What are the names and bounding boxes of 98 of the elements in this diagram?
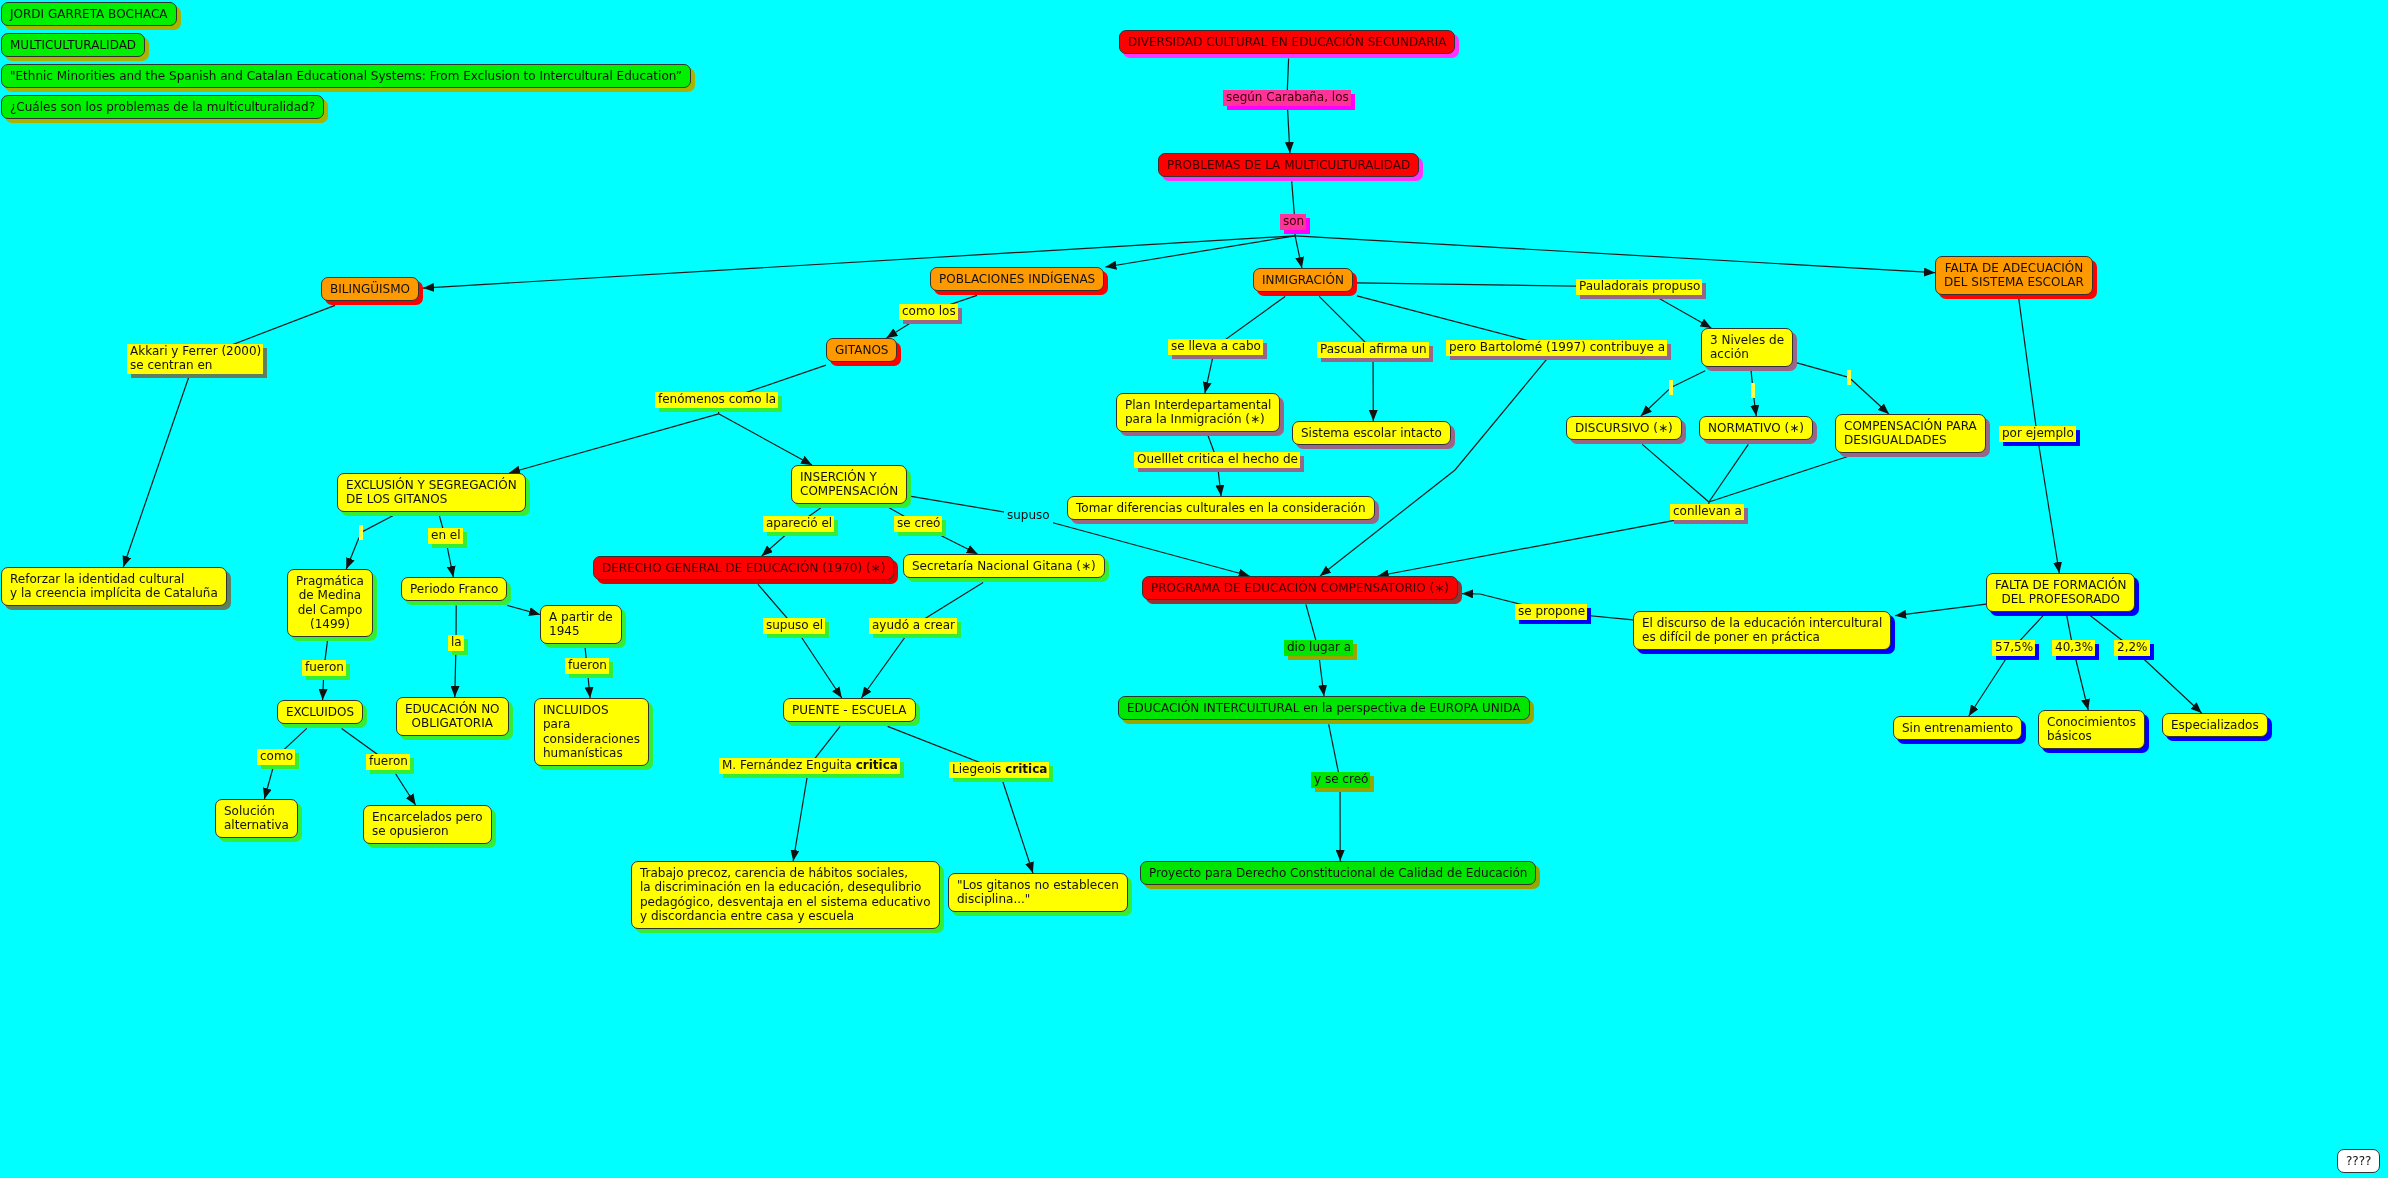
concept-node: Reforzar la identidad cultural y la creencia implícita de Cataluña bbox=[1, 567, 231, 610]
edge-label: Liegeois critica bbox=[949, 762, 1054, 782]
arrow bbox=[718, 413, 813, 466]
concept-node: FALTA DE FORMACIÓN DEL PROFESORADO bbox=[1986, 573, 2140, 616]
concept-node: Pragmática de Medina del Campo (1499) bbox=[287, 569, 377, 641]
concept-node: GITANOS bbox=[826, 338, 902, 367]
concept-node: DIVERSIDAD CULTURAL EN EDUCACIÓN SECUNDARIA bbox=[1119, 30, 1460, 59]
concept-node: EDUCACIÓN INTERCULTURAL en la perspectiva de EUROPA UNIDA bbox=[1118, 696, 1534, 725]
concept-node: Conocimientos básicos bbox=[2038, 710, 2149, 753]
edge-label: por ejemplo bbox=[1999, 426, 2080, 446]
concept-node: MULTICULTURALIDAD bbox=[1, 33, 150, 62]
concept-node: Trabajo precoz, carencia de hábitos sociales, la discriminación en la educación, desequlibrio pedagógico, desventaja en el sistema educativo y discordancia entre casa y escuela bbox=[631, 861, 944, 933]
concept-node: ¿Cuáles son los problemas de la multiculturalidad? bbox=[1, 95, 329, 124]
link-marker bbox=[1847, 370, 1851, 385]
connector-line bbox=[1750, 370, 1753, 384]
edge-label: se propone bbox=[1515, 604, 1592, 624]
edge-label: Akkari y Ferrer (2000) se centran en bbox=[127, 344, 268, 378]
concept-node: BILINGÜISMO bbox=[321, 277, 423, 306]
edge-label: fueron bbox=[366, 754, 414, 774]
concept-node: NORMATIVO (∗) bbox=[1699, 416, 1817, 445]
edge-label: 57,5% bbox=[1992, 640, 2040, 660]
edge-label: según Carabaña, los bbox=[1223, 90, 1355, 110]
connector-line bbox=[1796, 362, 1848, 378]
arrow bbox=[1750, 397, 1760, 417]
edge-label: como los bbox=[899, 304, 962, 324]
edge-label: son bbox=[1280, 214, 1311, 234]
arrow bbox=[422, 235, 1296, 292]
concept-node: EXCLUIDOS bbox=[277, 700, 368, 729]
arrow bbox=[1894, 603, 1987, 619]
edge-label: y se creó bbox=[1311, 772, 1375, 792]
edge-label: Pauladorais propuso bbox=[1576, 279, 1707, 299]
edge-label: la bbox=[448, 635, 468, 655]
edge-label: 40,3% bbox=[2052, 640, 2100, 660]
concept-node: EDUCACIÓN NO OBLIGATORIA bbox=[396, 697, 513, 740]
concept-node: Secretaría Nacional Gitana (∗) bbox=[903, 554, 1109, 583]
concept-node: Sistema escolar intacto bbox=[1292, 421, 1455, 450]
concept-node: DERECHO GENERAL DE EDUCACIÓN (1970) (∗) bbox=[593, 556, 899, 585]
concept-node: PROBLEMAS DE LA MULTICULTURALIDAD bbox=[1158, 153, 1424, 182]
edge-label: Ouelllet critica el hecho de bbox=[1134, 452, 1304, 472]
edge-label: como bbox=[257, 749, 299, 769]
edge-label: pero Bartolomé (1997) contribuye a bbox=[1446, 340, 1672, 360]
concept-node: 3 Niveles de acción bbox=[1701, 328, 1798, 371]
concept-node: POBLACIONES INDÍGENAS bbox=[930, 267, 1109, 296]
edge-label: conllevan a bbox=[1670, 504, 1748, 524]
concept-node: INCLUIDOS para consideraciones humanísticas bbox=[534, 698, 653, 770]
concept-node: Encarcelados pero se opusieron bbox=[363, 805, 496, 848]
edge-label: supuso el bbox=[763, 618, 830, 638]
concept-node: "Ethnic Minorities and the Spanish and Catalan Educational Systems: From Exclusion to Intercultural Education” bbox=[1, 64, 695, 93]
concept-node: DISCURSIVO (∗) bbox=[1566, 416, 1686, 445]
arrow bbox=[1104, 235, 1296, 270]
edge-label: en el bbox=[428, 528, 467, 548]
arrow bbox=[2018, 298, 2062, 574]
connector-line bbox=[362, 515, 394, 532]
arrow bbox=[1640, 388, 1670, 417]
concept-node: Especializados bbox=[2162, 713, 2272, 742]
edge-label: se creó bbox=[894, 516, 947, 536]
connector-line bbox=[1708, 456, 1848, 503]
edge-label: fueron bbox=[565, 658, 613, 678]
link-marker bbox=[1669, 380, 1673, 395]
concept-node: El discurso de la educación intercultural es difícil de poner en práctica bbox=[1633, 611, 1896, 654]
concept-node: Proyecto para Derecho Constitucional de Calidad de Educación bbox=[1140, 861, 1541, 890]
link-marker bbox=[1751, 383, 1755, 398]
connector-line bbox=[1641, 443, 1710, 503]
concept-node: INSERCIÓN Y COMPENSACIÓN bbox=[791, 465, 912, 508]
link-marker bbox=[359, 525, 363, 540]
concept-node: PUENTE - ESCUELA bbox=[783, 698, 920, 727]
edge-label: fenómenos como la bbox=[655, 392, 783, 412]
concept-node: PROGRAMA DE EDUCACIÓN COMPENSATORIO (∗) bbox=[1142, 576, 1462, 605]
concept-node: Tomar diferencias culturales en la consideración bbox=[1067, 496, 1379, 525]
edge-label: dio lugar a bbox=[1284, 640, 1358, 660]
concept-node: JORDI GARRETA BOCHACA bbox=[1, 2, 181, 31]
concept-node: ???? bbox=[2337, 1149, 2385, 1178]
concept-node: FALTA DE ADECUACIÓN DEL SISTEMA ESCOLAR bbox=[1935, 256, 2097, 299]
concept-node: Solución alternativa bbox=[215, 799, 302, 842]
edge-label: Pascual afirma un bbox=[1317, 342, 1433, 362]
edge-label: supuso bbox=[1004, 508, 1053, 524]
arrow bbox=[1294, 235, 1936, 277]
concept-node: Sin entrenamiento bbox=[1893, 716, 2027, 745]
concept-node: EXCLUSIÓN Y SEGREGACIÓN DE LOS GITANOS bbox=[337, 473, 530, 516]
connector-line bbox=[1672, 370, 1706, 388]
concept-node: Periodo Franco bbox=[401, 577, 512, 606]
arrow bbox=[506, 604, 541, 616]
edge-label: fueron bbox=[302, 660, 350, 680]
concept-node: INMIGRACIÓN bbox=[1253, 268, 1357, 297]
edge-label: apareció el bbox=[763, 516, 839, 536]
arrow bbox=[1850, 378, 1890, 415]
concept-node: "Los gitanos no establecen disciplina..." bbox=[948, 873, 1132, 916]
edge-label: M. Fernández Enguita critica bbox=[719, 758, 904, 778]
edge-label: ayudó a crear bbox=[869, 618, 961, 638]
concept-node: COMPENSACIÓN PARA DESIGUALDADES bbox=[1835, 414, 1990, 457]
concept-node: Plan Interdepartamental para la Inmigración (∗) bbox=[1116, 393, 1285, 436]
connector-line bbox=[1708, 443, 1749, 503]
arrow bbox=[508, 413, 720, 475]
arrow bbox=[345, 536, 360, 570]
concept-node: A partir de 1945 bbox=[540, 605, 626, 648]
edge-label: se lleva a cabo bbox=[1168, 339, 1267, 359]
edge-label: 2,2% bbox=[2114, 640, 2154, 660]
arrow bbox=[1294, 235, 1305, 269]
